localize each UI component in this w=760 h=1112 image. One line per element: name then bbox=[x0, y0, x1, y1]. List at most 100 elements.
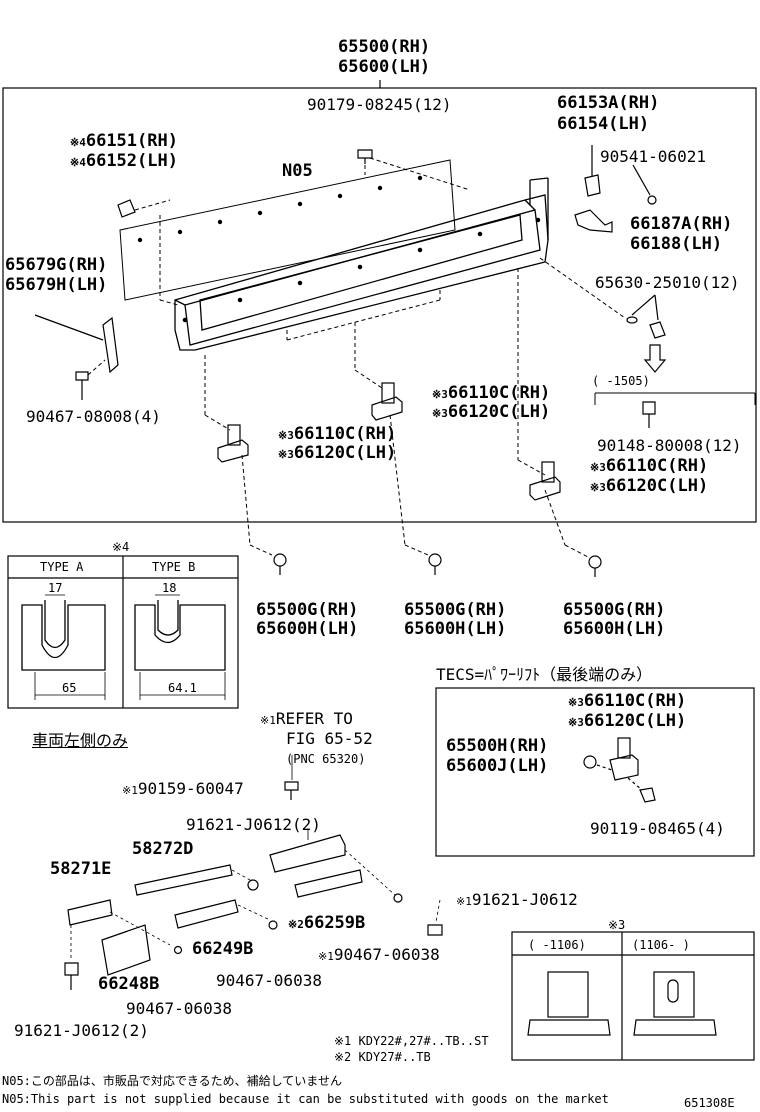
tecs-hinge-rh-text: 66110C(RH) bbox=[583, 691, 687, 711]
table3-col1: ( -1106) bbox=[528, 938, 586, 952]
hinge-3 bbox=[529, 461, 561, 501]
hinge-3-lh-text: 66120C(LH) bbox=[605, 476, 709, 496]
bolt-65630 bbox=[626, 294, 667, 373]
part-66153-label: 66153A(RH) bbox=[557, 93, 660, 113]
part-n05-label: N05 bbox=[282, 161, 313, 181]
hinge-3-rh-text: 66110C(RH) bbox=[605, 456, 709, 476]
bracket-66187 bbox=[574, 209, 613, 233]
hinge-2-lh-text: 66120C(LH) bbox=[447, 402, 551, 422]
part-90467-06038-a-label: ※190467-06038 bbox=[318, 946, 440, 966]
bolt-90148 bbox=[642, 401, 656, 428]
type-a-label: TYPE A bbox=[40, 560, 84, 574]
mark-1: ※1 bbox=[456, 895, 472, 908]
type-b-label: TYPE B bbox=[152, 560, 196, 574]
mark-3: ※3 bbox=[278, 429, 294, 442]
bolt-2-rh-label: 65500G(RH) bbox=[404, 600, 507, 620]
part-66259b-text: 66259B bbox=[303, 913, 366, 933]
footnote-2: ※2 KDY27#..TB bbox=[334, 1050, 431, 1064]
hinge-2 bbox=[371, 382, 403, 421]
type-a-top-dim: 17 bbox=[48, 581, 63, 595]
part-58271e-label: 58271E bbox=[50, 859, 112, 879]
mark-1: ※1 bbox=[122, 784, 138, 797]
panel-sheet bbox=[119, 159, 456, 301]
hinge-1-rh-text: 66110C(RH) bbox=[293, 424, 397, 444]
assembly-lh-label: 65600(LH) bbox=[338, 57, 431, 77]
mark-3: ※3 bbox=[568, 716, 584, 729]
bolt-65500g-1 bbox=[273, 553, 287, 575]
part-90467-06038-a-text: 90467-06038 bbox=[333, 945, 440, 964]
part-65600j-label: 65600J(LH) bbox=[446, 756, 549, 776]
type-b-top-dim: 18 bbox=[162, 581, 177, 595]
figure-code: 651308E bbox=[684, 1096, 735, 1110]
part-90541-label: 90541-06021 bbox=[600, 147, 706, 166]
bolt-1-rh-label: 65500G(RH) bbox=[256, 600, 359, 620]
mark-1: ※1 bbox=[318, 950, 334, 963]
mark-4: ※4 bbox=[70, 136, 86, 149]
part-66188-label: 66188(LH) bbox=[630, 234, 723, 254]
tecs-box bbox=[435, 687, 755, 857]
dashed-leaders bbox=[87, 157, 626, 559]
type-table bbox=[7, 555, 239, 709]
refer-line2: FIG 65-52 bbox=[286, 729, 373, 748]
tecs-hinge-rh-label: ※366110C(RH) bbox=[568, 692, 686, 712]
bolt-90541 bbox=[632, 164, 657, 205]
hinge-1-rh-label: ※366110C(RH) bbox=[278, 425, 396, 445]
table3-note: ※3 bbox=[608, 918, 626, 932]
part-90159-label: ※190159-60047 bbox=[122, 780, 244, 800]
type-table-note: ※4 bbox=[112, 540, 130, 554]
hinge-1 bbox=[217, 424, 249, 463]
footnote-n05-en: N05:This part is not supplied because it… bbox=[2, 1092, 609, 1106]
part-90467-06038-c-label: 90467-06038 bbox=[126, 999, 232, 1018]
bracket-66153 bbox=[584, 145, 601, 197]
part-91621-2a-label: 91621-J0612(2) bbox=[186, 815, 321, 834]
part-66151-label: ※466151(RH) bbox=[70, 132, 178, 152]
part-66259b-label: ※266259B bbox=[288, 914, 365, 934]
left-side-only-label: 車両左側のみ bbox=[32, 731, 129, 750]
part-66154-label: 66154(LH) bbox=[557, 114, 650, 134]
tecs-hinge-lh-text: 66120C(LH) bbox=[583, 711, 687, 731]
footnote-n05-jp: N05:この部品は、市販品で対応できるため、補給していません bbox=[2, 1074, 342, 1088]
part-66187-label: 66187A(RH) bbox=[630, 214, 733, 234]
hinge-2-rh-text: 66110C(RH) bbox=[447, 383, 551, 403]
part-90467a-label: 90467-08008(4) bbox=[26, 407, 161, 426]
part-65679g-label: 65679G(RH) bbox=[5, 255, 108, 275]
hinge-3-lh-label: ※366120C(LH) bbox=[590, 477, 708, 497]
footnote-1: ※1 KDY22#,27#..TB..ST bbox=[334, 1034, 489, 1048]
hinge-1-lh-label: ※366120C(LH) bbox=[278, 444, 396, 464]
part-90179-label: 90179-08245(12) bbox=[307, 95, 452, 114]
part-66249b-label: 66249B bbox=[192, 939, 254, 959]
bolt-65500g-3 bbox=[588, 555, 602, 577]
part-66152-label: ※466152(LH) bbox=[70, 152, 178, 172]
hinge-2-lh-label: ※366120C(LH) bbox=[432, 403, 550, 423]
bolt-2-lh-label: 65600H(LH) bbox=[404, 619, 507, 639]
lower-assembly bbox=[64, 755, 443, 990]
mark-3: ※3 bbox=[432, 407, 448, 420]
mark-1: ※1 bbox=[260, 714, 276, 727]
mark-4: ※4 bbox=[70, 156, 86, 169]
table-3 bbox=[511, 931, 755, 1061]
part-90467-06038-b-label: 90467-06038 bbox=[216, 971, 322, 990]
bolt-3-rh-label: 65500G(RH) bbox=[563, 600, 666, 620]
bolt-3-lh-label: 65600H(LH) bbox=[563, 619, 666, 639]
mark-3: ※3 bbox=[590, 481, 606, 494]
part-65500h-label: 65500H(RH) bbox=[446, 736, 549, 756]
tecs-hinge-lh-label: ※366120C(LH) bbox=[568, 712, 686, 732]
mark-3: ※3 bbox=[590, 461, 606, 474]
bolt-90467a bbox=[75, 371, 89, 400]
assembly-rh-label: 65500(RH) bbox=[338, 37, 431, 57]
type-a-bottom-dim: 65 bbox=[62, 681, 77, 695]
hinge-2-rh-label: ※366110C(RH) bbox=[432, 384, 550, 404]
part-90119-label: 90119-08465(4) bbox=[590, 819, 725, 838]
bolt-65500g-2 bbox=[428, 553, 442, 575]
hinge-1-lh-text: 66120C(LH) bbox=[293, 443, 397, 463]
part-58272d-label: 58272D bbox=[132, 839, 194, 859]
table3-col2: (1106- ) bbox=[632, 938, 690, 952]
strip-65679 bbox=[34, 314, 119, 374]
part-65630-label: 65630-25010(12) bbox=[595, 273, 740, 292]
mark-3: ※3 bbox=[432, 388, 448, 401]
refer-line3: (PNC 65320) bbox=[286, 752, 366, 766]
part-90159-text: 90159-60047 bbox=[137, 779, 244, 798]
range-1505-label: ( -1505) bbox=[592, 374, 650, 388]
